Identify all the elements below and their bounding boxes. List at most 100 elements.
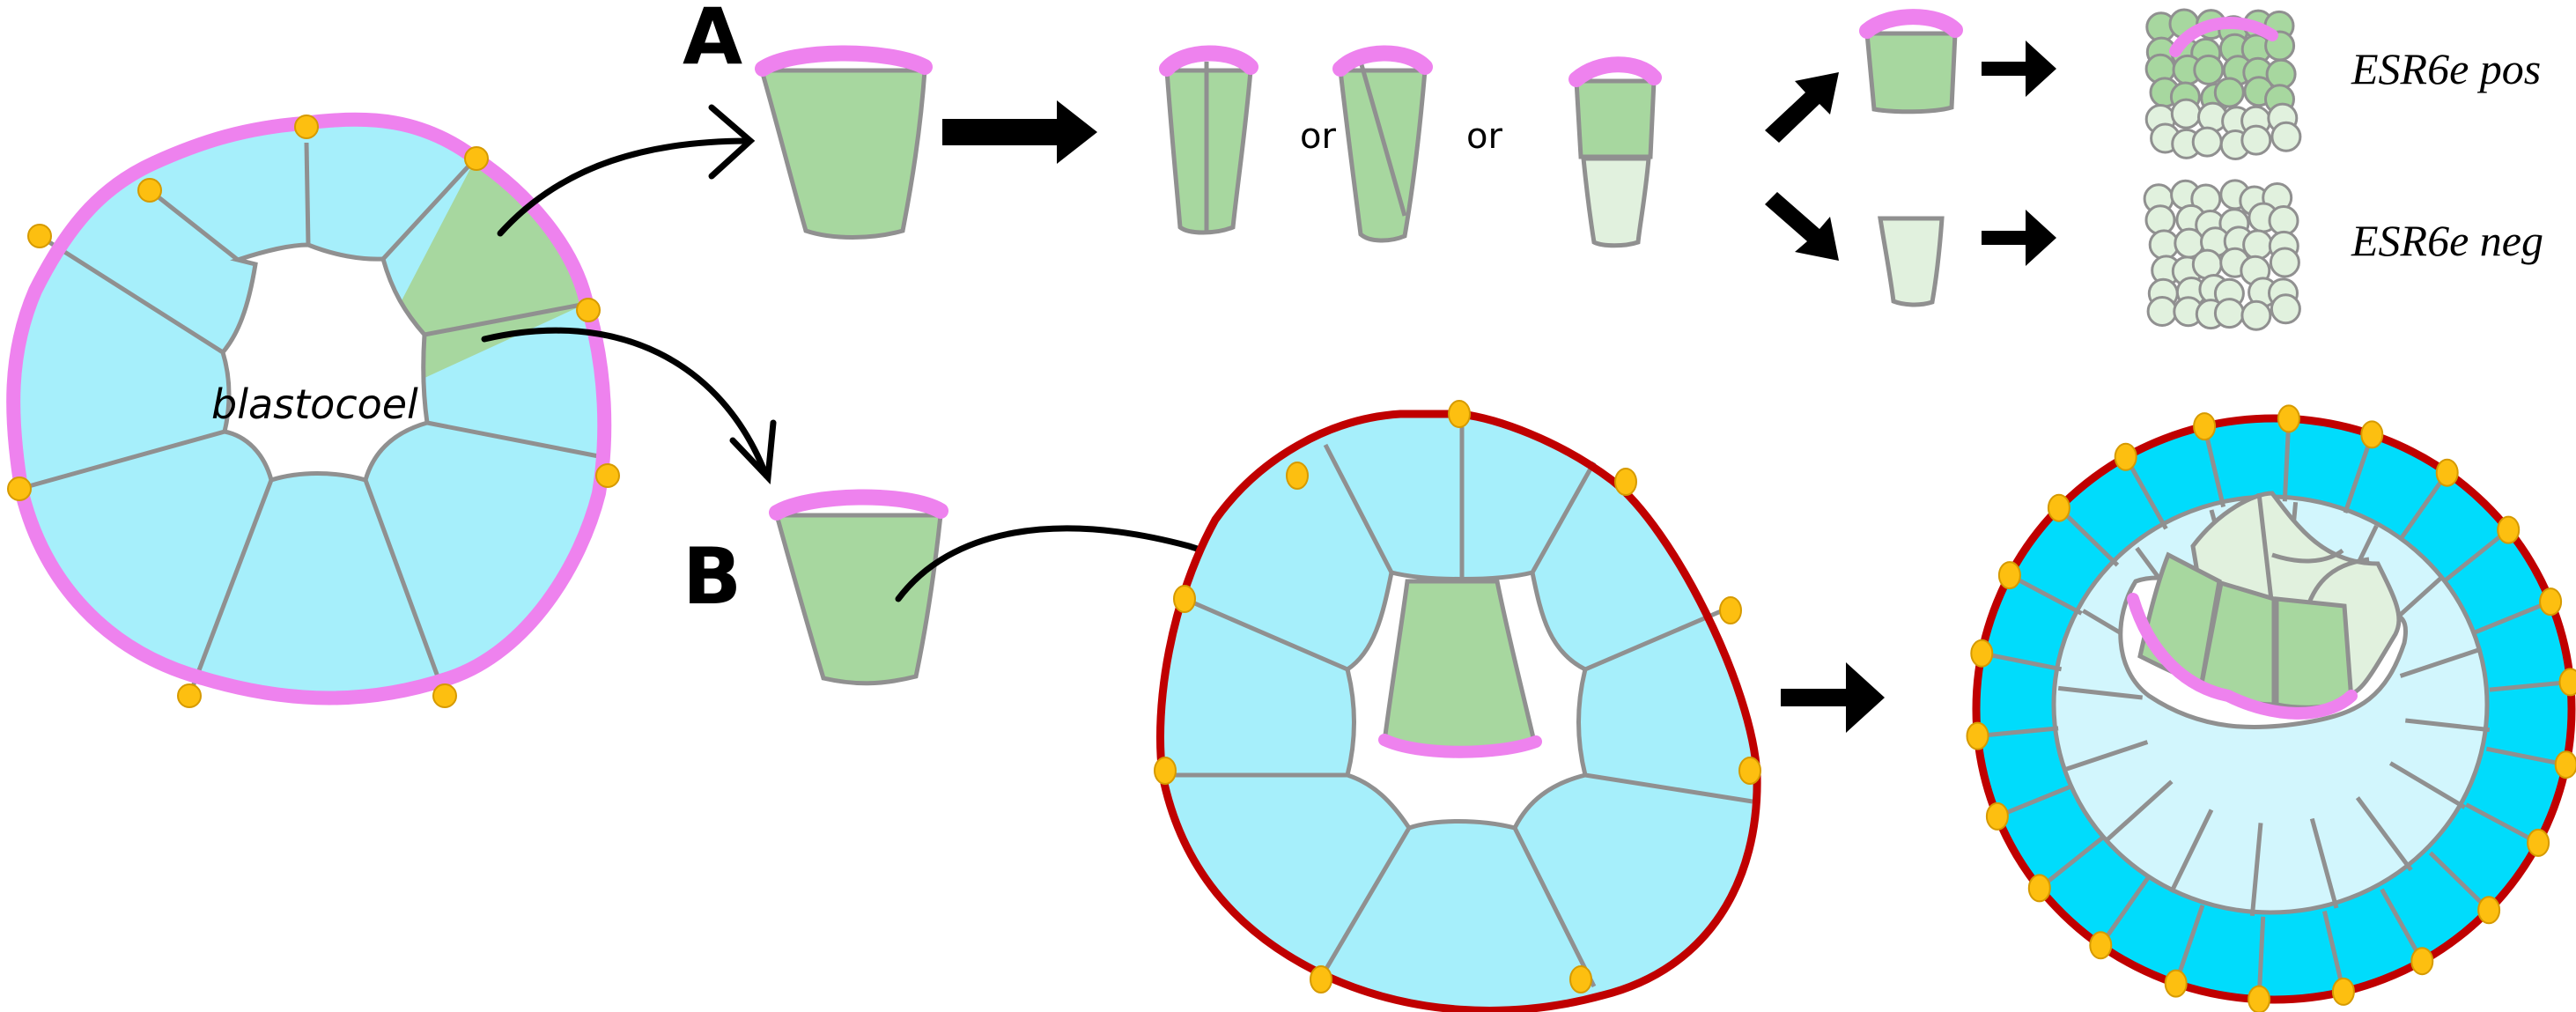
inner-cell-wall [2309,817,2339,909]
junction-dot [2114,442,2137,471]
outer-cell-wall [1996,783,2074,819]
big-arrow-neg [1982,210,2056,266]
cell-ball [2240,124,2272,156]
junction-dot [2410,947,2434,976]
junction-dot [2558,668,2576,697]
cell-ball [2270,293,2301,325]
gastrula-outline [1972,414,2576,1004]
diagonal-arrow-down [1765,192,1839,261]
junction-dot [2435,458,2459,487]
host-junction-dots [1154,400,1761,994]
host-cell-walls [1165,427,1753,988]
inner-cell-wall [2249,823,2263,917]
big-arrow-a1 [942,100,1097,164]
arrow-head-b [729,419,777,484]
junction-dots [7,114,620,708]
junction-dot [1966,721,1989,750]
inner-cell-wall [2405,718,2491,733]
host-outline [1156,410,1761,1012]
blastocoel-label: blastocoel [211,380,418,428]
junction-dot [1970,639,1994,668]
grafted-cell [769,489,948,686]
outer-cell-wall [2008,572,2083,616]
big-arrow-b [1781,662,1885,733]
outer-cell-wall [2428,851,2491,912]
diagonal-arrow-up [1765,72,1839,143]
junction-dot [2477,896,2501,925]
esr6e-neg-label: ESR6e neg [2351,216,2543,265]
arrow-head-a [708,104,756,180]
outer-cell-wall [2489,679,2571,692]
esr6e-neg-cluster [2143,179,2301,331]
junction-dot [2193,412,2217,441]
outer-cell-wall [2443,528,2510,583]
outer-cell-wall [1977,726,2059,739]
pos-cluster-apical [2169,17,2278,57]
outer-cell-wall [2485,746,2567,767]
cell-ball [2191,126,2223,158]
panel-label-b: B [683,531,742,622]
junction-dot [2360,420,2384,449]
inner-cell-wall [2399,646,2483,678]
outer-cell-wall [2465,802,2540,846]
blastula-cell-walls [18,142,609,697]
junction-dot [2027,874,2051,903]
division-horizontal [1568,56,1662,248]
arrow-to-panel-b [481,327,770,479]
outer-cell-wall [2057,506,2120,567]
blastula-apical-membrane [6,112,612,705]
junction-dot [2089,931,2113,960]
inner-cell-wall [2169,809,2214,893]
inner-cell-wall [2104,779,2174,843]
outer-cell-wall [1981,651,2063,672]
division-vertical [1159,45,1258,235]
outer-cell-wall [2474,599,2552,635]
junction-dot [2277,404,2300,433]
junction-dot [2047,493,2070,522]
cell-ball [2240,299,2272,331]
junction-dot [1997,561,2021,590]
gastrula-embryo [1966,404,2576,1012]
cell-ball [2268,205,2299,236]
gastrula-junction-dots [1966,404,2576,1012]
esr6e-pos-cluster [2144,8,2302,160]
daughter-cell-apical [1859,9,1963,114]
junction-dot [2554,750,2576,779]
junction-dot [2539,587,2563,617]
cell-ball [2270,121,2302,152]
inner-cell-wall [2057,685,2143,700]
outer-cell-wall [2123,455,2168,530]
cell-ball [2191,248,2223,280]
cell-ball [2170,98,2202,129]
outer-cell-wall [2099,876,2150,947]
esr6e-pos-label: ESR6e pos [2351,44,2541,93]
cell-ball [2213,298,2245,329]
cell-ball [2193,54,2225,85]
outer-cell-wall [2038,835,2105,890]
cell-ball [2213,77,2245,108]
isolated-cell [755,45,933,240]
junction-dot [2497,515,2521,544]
blastocoel-cavity [220,242,430,484]
descendant-cells [2127,491,2402,720]
daughter-cell-inner [1878,216,1945,307]
inserted-graft [1378,579,1542,758]
outer-cell-wall [2380,888,2425,963]
junction-dot [1985,801,2009,831]
junction-dot [2164,969,2188,998]
inner-cell-wall [2355,796,2413,872]
outer-cell-wall [2398,471,2449,542]
junction-dot [2331,977,2355,1006]
donor-blastula: blastocoel [6,112,620,708]
big-arrow-pos [1982,41,2056,97]
cell-ball [2269,247,2300,278]
division-oblique [1332,45,1433,243]
donor-cell-green [388,159,586,379]
host-blastula [1154,400,1761,1012]
panel-label-a: A [683,0,742,82]
junction-dot [2527,828,2550,857]
junction-dot [2248,985,2271,1012]
or-separator-2: or [1466,116,1502,157]
inner-cell-wall [2065,740,2149,772]
